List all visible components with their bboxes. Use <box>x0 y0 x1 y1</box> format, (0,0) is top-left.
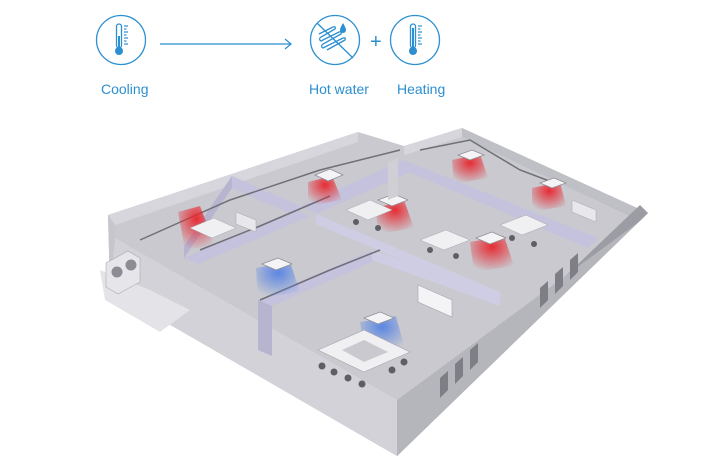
plus-sign: + <box>370 31 382 53</box>
outdoor-unit <box>105 250 141 295</box>
window-3 <box>570 253 578 280</box>
interior-wall-1 <box>232 176 300 218</box>
column <box>388 158 398 200</box>
heating-thermometer-icon <box>389 14 441 66</box>
window-1 <box>540 281 548 308</box>
interior-wall-8 <box>258 300 272 356</box>
interior-wall-6 <box>404 160 598 248</box>
cooling-air-1 <box>256 262 300 298</box>
whiteboard <box>417 284 453 318</box>
interior-wall-9 <box>372 250 500 306</box>
indoor-units <box>261 149 567 325</box>
heating-air-4 <box>452 154 488 184</box>
heating-air-2 <box>308 176 342 206</box>
right-back-wall <box>462 128 648 221</box>
window-6 <box>470 343 478 370</box>
cooling-thermometer-icon <box>95 14 147 66</box>
heating-air-6 <box>470 236 514 272</box>
front-right-wall-face <box>397 213 648 456</box>
window-4 <box>440 371 448 398</box>
hot-water-label: Hot water <box>309 81 369 97</box>
desks <box>189 199 549 251</box>
back-wall-right <box>404 128 462 155</box>
chairs <box>318 219 537 388</box>
window-2 <box>555 267 563 294</box>
hot-water-coil-icon <box>309 14 361 66</box>
arrow-right-icon <box>160 38 292 50</box>
window-5 <box>455 357 463 384</box>
heating-label: Heating <box>397 81 446 97</box>
heating-air-5 <box>532 182 566 212</box>
interior-wall-3 <box>184 210 310 264</box>
cooling-label: Cooling <box>101 81 149 97</box>
front-left-wall <box>110 238 397 456</box>
conference-table-hole <box>342 340 388 362</box>
shelving <box>235 199 597 233</box>
